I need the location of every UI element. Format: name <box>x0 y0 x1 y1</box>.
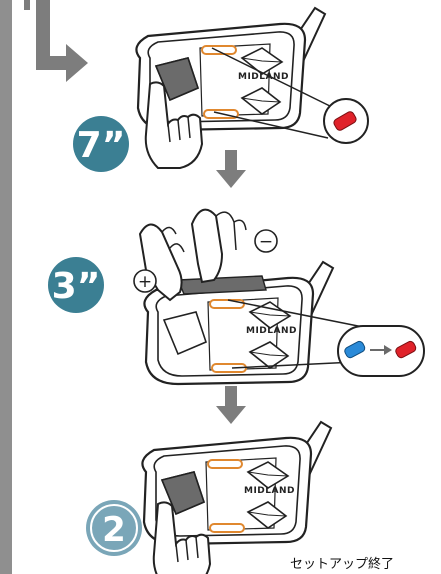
minus-symbol: − <box>259 232 273 252</box>
step-2-badge: 3” <box>48 257 104 313</box>
step-2-badge-text: 3” <box>52 266 101 307</box>
device-brand: MIDLAND <box>246 326 297 336</box>
step-2-hand-right-icon <box>192 210 246 282</box>
down-arrow-icon <box>216 150 246 188</box>
step-1-badge-text: 7” <box>77 125 126 166</box>
plus-icon: + <box>134 270 156 292</box>
led-indicator-red <box>324 99 368 143</box>
step-3-badge: 2 <box>86 500 142 556</box>
step-3-badge-text: 2 <box>102 510 126 550</box>
step-1-badge: 7” <box>73 116 129 172</box>
minus-icon: − <box>255 230 277 252</box>
bend-arrow-icon <box>24 0 88 82</box>
completion-caption: セットアップ終了 <box>290 553 394 572</box>
led-indicator-blue-to-red <box>338 326 424 376</box>
plus-symbol: + <box>138 272 152 292</box>
device-brand: MIDLAND <box>244 486 295 496</box>
down-arrow-icon <box>216 386 246 424</box>
